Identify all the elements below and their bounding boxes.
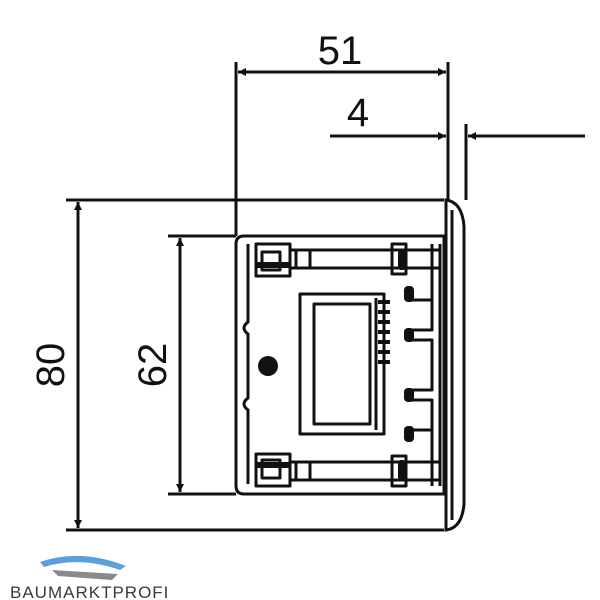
bottom-slot-fill bbox=[398, 460, 406, 480]
device-fills bbox=[256, 250, 414, 480]
ribs-2 bbox=[378, 310, 390, 314]
dimension-height-80 bbox=[66, 198, 444, 532]
ribs-1 bbox=[378, 300, 390, 304]
logo-text: BAUMARKTPROFI bbox=[10, 583, 169, 600]
bezel-outline bbox=[444, 198, 466, 532]
dimension-label-51: 51 bbox=[318, 29, 363, 73]
ribs-7 bbox=[378, 360, 390, 364]
bottom-clamp-inner bbox=[260, 458, 282, 480]
top-clamp bbox=[254, 242, 292, 278]
housing-outline bbox=[234, 234, 446, 496]
mech-knob-1 bbox=[404, 286, 414, 302]
housing-inner-wall bbox=[242, 244, 250, 484]
dimension-height-62 bbox=[168, 234, 236, 496]
mech-knob-4 bbox=[404, 426, 414, 442]
mount-screw bbox=[258, 356, 278, 376]
ribs-6 bbox=[378, 350, 390, 354]
bottom-terminal bbox=[294, 460, 312, 482]
dimension-width-51 bbox=[234, 62, 450, 236]
center-module-inner bbox=[312, 302, 372, 426]
right-mechanism bbox=[406, 298, 434, 432]
dimension-label-62: 62 bbox=[131, 343, 175, 388]
top-fill-bar bbox=[256, 262, 290, 268]
front-bezel bbox=[444, 198, 466, 532]
bottom-clamp bbox=[254, 452, 292, 488]
ribs-3 bbox=[378, 320, 390, 324]
dimension-bezel-4 bbox=[330, 124, 585, 200]
ribs-4 bbox=[378, 330, 390, 334]
logo-roof-shadow bbox=[52, 570, 118, 580]
dimension-label-4: 4 bbox=[347, 91, 369, 135]
baumarktprofi-logo: BAUMARKTPROFI bbox=[10, 555, 169, 600]
device-body bbox=[234, 234, 446, 496]
ribs-5 bbox=[378, 340, 390, 344]
top-terminal bbox=[294, 248, 312, 270]
bottom-fill-bar bbox=[256, 462, 290, 468]
dimension-label-80: 80 bbox=[29, 343, 73, 388]
mech-knob-2 bbox=[404, 328, 414, 342]
top-slot-fill bbox=[398, 250, 406, 270]
top-clamp-inner bbox=[260, 250, 282, 272]
mech-knob-3 bbox=[404, 388, 414, 402]
logo-roof-icon bbox=[40, 555, 126, 570]
